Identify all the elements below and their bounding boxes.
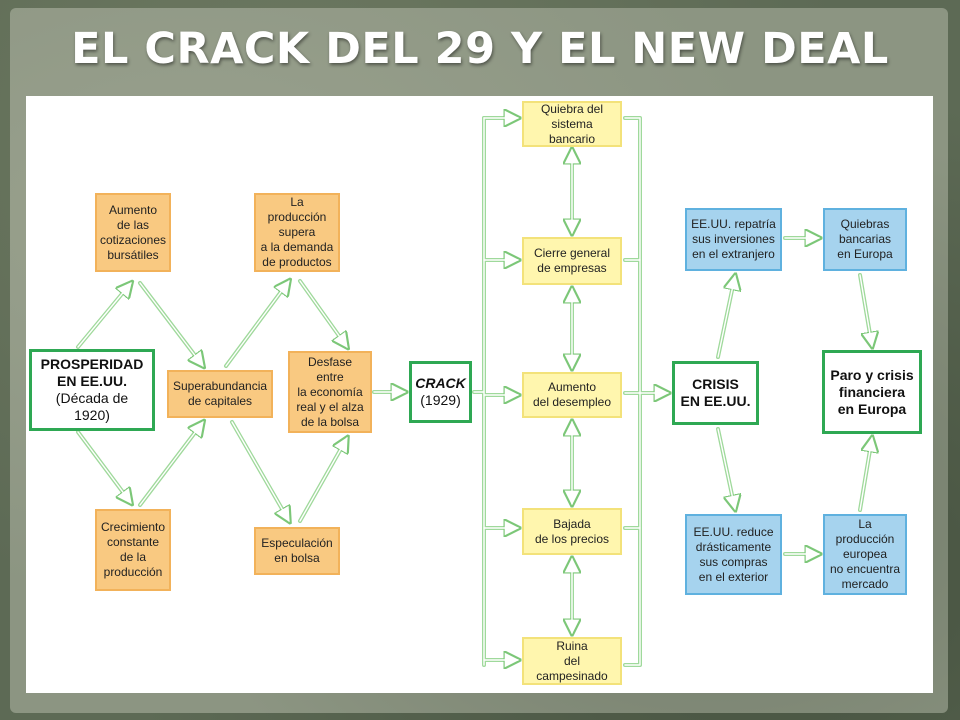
text-line: la economía: [297, 384, 363, 399]
text-line: Aumento: [108, 202, 158, 217]
node-crack-line2: (1929): [420, 392, 461, 408]
arrow-produccion-to-desfase-inner: [299, 280, 348, 348]
arrow-crisis-to-repatria-inner: [717, 275, 736, 358]
text-line: del campesinado: [536, 653, 608, 683]
node-prosperidad-line1: PROSPERIDAD: [40, 356, 144, 372]
text-line: de la: [119, 550, 147, 564]
text-line: de empresas: [537, 261, 607, 275]
node-paro: Paro y crisis financiera en Europa: [822, 350, 922, 434]
text-line: de la bolsa: [300, 414, 360, 429]
text-line: cotizaciones: [99, 232, 167, 247]
text-line: Aumento: [547, 380, 597, 394]
text-line: Bajada: [553, 516, 591, 531]
node-reduce: EE.UU. reduce drásticamente sus compras …: [685, 514, 782, 595]
node-especulacion: Especulación en bolsa: [254, 527, 340, 575]
text-line: Quiebra del: [540, 101, 604, 116]
text-line: de productos: [262, 255, 332, 269]
text-line: en el exterior: [698, 569, 769, 584]
arrow-superabundancia-to-especulacion-inner: [231, 421, 290, 522]
node-paro-line1: Paro y crisis: [830, 366, 914, 383]
text-line: real y el alza: [296, 399, 364, 414]
page-title: EL CRACK DEL 29 Y EL NEW DEAL: [71, 24, 889, 74]
node-paro-line2: financiera: [838, 383, 906, 400]
node-desfase: Desfase entre la economía real y el alza…: [288, 351, 372, 433]
text-line: sistema bancario: [548, 116, 596, 146]
arrow-trunk-right-inner: [624, 117, 641, 666]
text-line: Desfase entre: [307, 354, 353, 384]
text-line: Especulación: [261, 536, 333, 550]
text-line: Cierre general: [533, 246, 611, 260]
text-line: producción: [103, 565, 163, 579]
arrow-crisis-to-reduce-inner: [717, 428, 736, 510]
text-line: bancarias: [838, 232, 891, 246]
node-crecimiento: Crecimiento constante de la producción: [95, 509, 171, 591]
text-line: europea: [842, 547, 888, 561]
node-quiebra-bancario: Quiebra del sistema bancario: [522, 101, 622, 147]
text-line: drásticamente: [695, 539, 772, 554]
node-paro-line3: en Europa: [837, 400, 907, 417]
text-line: sus inversiones: [692, 232, 775, 246]
text-line: Superabundancia: [172, 379, 268, 393]
arrow-aumento-to-superabundancia-inner: [139, 282, 204, 367]
text-line: a la demanda: [260, 240, 334, 254]
text-line: en bolsa: [274, 551, 320, 565]
node-cierre-empresas: Cierre general de empresas: [522, 237, 622, 285]
text-line: EE.UU. repatría: [691, 217, 776, 231]
text-line: de las: [116, 217, 150, 232]
text-line: La producción: [835, 517, 895, 546]
arrow-especulacion-to-desfase-inner: [299, 437, 348, 522]
text-line: Crecimiento: [100, 520, 166, 534]
text-line: constante: [106, 535, 160, 549]
node-crisis: CRISIS EN EE.UU.: [672, 361, 759, 425]
text-line: en el extranjero: [692, 247, 775, 261]
arrow-prosperidad-to-aumento-inner: [77, 282, 132, 348]
arrow-quiebras-to-paro-inner: [859, 274, 873, 347]
text-line: bursátiles: [107, 247, 159, 262]
text-line: Quiebras: [840, 217, 890, 231]
node-crisis-line1: CRISIS: [692, 376, 739, 392]
node-crisis-line2: EN EE.UU.: [680, 393, 751, 409]
text-line: Ruina: [556, 638, 588, 653]
text-line: en Europa: [837, 247, 893, 261]
node-aumento-desempleo: Aumento del desempleo: [522, 372, 622, 418]
text-line: de los precios: [534, 531, 610, 546]
node-aumento-cotizaciones: Aumento de las cotizaciones bursátiles: [95, 193, 171, 272]
node-ruina: Ruina del campesinado: [522, 637, 622, 685]
node-prosperidad-line3: (Década de 1920): [55, 390, 129, 423]
node-bajada-precios: Bajada de los precios: [522, 508, 622, 555]
node-quiebras-europa: Quiebras bancarias en Europa: [823, 208, 907, 271]
text-line: supera: [278, 225, 316, 239]
text-line: La producción: [267, 195, 327, 224]
node-repatria: EE.UU. repatría sus inversiones en el ex…: [685, 208, 782, 271]
node-produccion-supera: La producción supera a la demanda de pro…: [254, 193, 340, 272]
text-line: sus compras: [699, 554, 768, 569]
node-crack-line1: CRACK: [415, 375, 466, 391]
arrow-superabundancia-to-produccion-inner: [225, 280, 290, 367]
text-line: de capitales: [187, 394, 253, 408]
arrow-prosperidad-to-crecimiento-inner: [77, 431, 132, 504]
text-line: no encuentra: [829, 562, 901, 576]
node-prosperidad: PROSPERIDAD EN EE.UU. (Década de 1920): [29, 349, 155, 431]
node-superabundancia: Superabundancia de capitales: [167, 370, 273, 418]
text-line: EE.UU. reduce: [693, 524, 774, 539]
text-line: mercado: [841, 577, 889, 591]
node-crack: CRACK (1929): [409, 361, 472, 423]
text-line: del desempleo: [532, 395, 612, 409]
node-prosperidad-line2: EN EE.UU.: [56, 373, 127, 389]
node-produccion-europea: La producción europea no encuentra merca…: [823, 514, 907, 595]
arrow-crecimiento-to-superabundancia-inner: [139, 421, 204, 506]
arrow-produccion-to-paro-inner: [859, 437, 873, 511]
